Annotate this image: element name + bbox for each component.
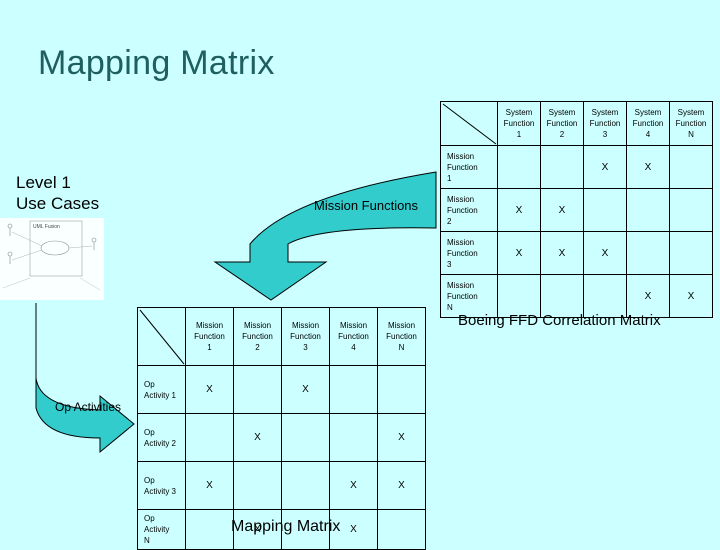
table-row: Op Activity 3 X X X xyxy=(137,461,426,510)
op-activities-label: Op Activities xyxy=(55,400,122,414)
level1-line1: Level 1 xyxy=(16,173,71,192)
table-row: Mission Function 2 X X xyxy=(440,188,713,232)
matrix-cell: X xyxy=(497,188,541,232)
table-row: Op Activity 1 X X xyxy=(137,365,426,414)
col-header: Mission Function 3 xyxy=(281,307,330,366)
matrix-cell xyxy=(669,231,713,275)
row-header: Mission Function 2 xyxy=(440,188,498,232)
matrix-cell: X xyxy=(626,145,670,189)
matrix-cell xyxy=(626,188,670,232)
matrix-cell xyxy=(185,509,234,550)
matrix-cell xyxy=(281,413,330,462)
mission-functions-arrow xyxy=(213,171,437,301)
col-header: Mission Function N xyxy=(377,307,426,366)
matrix-cell: X xyxy=(583,145,627,189)
matrix-cell: X xyxy=(377,413,426,462)
corner-diagonal xyxy=(139,309,185,365)
matrix-cell: X xyxy=(329,461,378,510)
corner-diagonal xyxy=(442,103,497,145)
matrix-cell xyxy=(669,188,713,232)
row-header: Op Activity 3 xyxy=(137,461,186,510)
matrix-cell: X xyxy=(233,413,282,462)
row-header: Op Activity N xyxy=(137,509,186,550)
row-header: Mission Function 1 xyxy=(440,145,498,189)
table-row: Op Activity 2 X X xyxy=(137,413,426,462)
matrix-cell xyxy=(233,365,282,414)
mission-functions-label: Mission Functions xyxy=(314,198,419,213)
col-header: Mission Function 4 xyxy=(329,307,378,366)
matrix-cell xyxy=(233,461,282,510)
row-header: Op Activity 1 xyxy=(137,365,186,414)
col-header: System Function N xyxy=(669,101,713,146)
matrix-cell: X xyxy=(377,461,426,510)
matrix-cell: X xyxy=(497,231,541,275)
matrix-cell xyxy=(583,188,627,232)
matrix-cell: X xyxy=(281,365,330,414)
matrix-cell xyxy=(497,145,541,189)
use-case-diagram-thumbnail: UML Fusion xyxy=(0,218,104,300)
use-case-diagram-sketch: UML Fusion xyxy=(2,220,101,291)
matrix-cell: X xyxy=(185,365,234,414)
matrix-cell xyxy=(377,365,426,414)
matrix-cell xyxy=(540,145,584,189)
matrix-cell: X xyxy=(540,231,584,275)
table-row: Mission Function 3 X X X xyxy=(440,231,713,275)
col-header: System Function 1 xyxy=(497,101,541,146)
row-header: Op Activity 2 xyxy=(137,413,186,462)
matrix-cell: X xyxy=(185,461,234,510)
matrix-cell xyxy=(281,461,330,510)
matrix-cell xyxy=(626,231,670,275)
col-header: Mission Function 2 xyxy=(233,307,282,366)
matrix-cell xyxy=(669,145,713,189)
table-row: Mission Function N X X xyxy=(440,274,713,318)
op-activities-arrow xyxy=(35,303,135,454)
matrix-cell: X xyxy=(540,188,584,232)
mapping-matrix: Mission Function 1 Mission Function 2 Mi… xyxy=(137,307,426,550)
matrix-cell xyxy=(329,413,378,462)
mapping-matrix-caption: Mapping Matrix xyxy=(231,518,341,535)
row-header: Mission Function 3 xyxy=(440,231,498,275)
matrix-cell: X xyxy=(583,231,627,275)
col-header: System Function 2 xyxy=(540,101,584,146)
corner-cell xyxy=(440,101,498,146)
matrix-cell xyxy=(185,413,234,462)
level1-line2: Use Cases xyxy=(16,194,100,213)
boeing-ffd-matrix: System Function 1 System Function 2 Syst… xyxy=(440,101,713,318)
col-header: System Function 4 xyxy=(626,101,670,146)
level1-use-cases-label: Level 1 Use Cases xyxy=(16,172,99,214)
matrix-cell: X xyxy=(669,274,713,318)
boeing-matrix-caption: Boeing FFD Correlation Matrix xyxy=(458,312,661,329)
col-header: System Function 3 xyxy=(583,101,627,146)
row-header: Mission Function N xyxy=(440,274,498,318)
corner-cell xyxy=(137,307,186,366)
matrix-cell xyxy=(377,509,426,550)
table-row: Mission Function 1 X X xyxy=(440,145,713,189)
page-title: Mapping Matrix xyxy=(38,44,275,82)
matrix-cell xyxy=(329,365,378,414)
col-header: Mission Function 1 xyxy=(185,307,234,366)
thumbnail-caption: UML Fusion xyxy=(33,224,60,230)
